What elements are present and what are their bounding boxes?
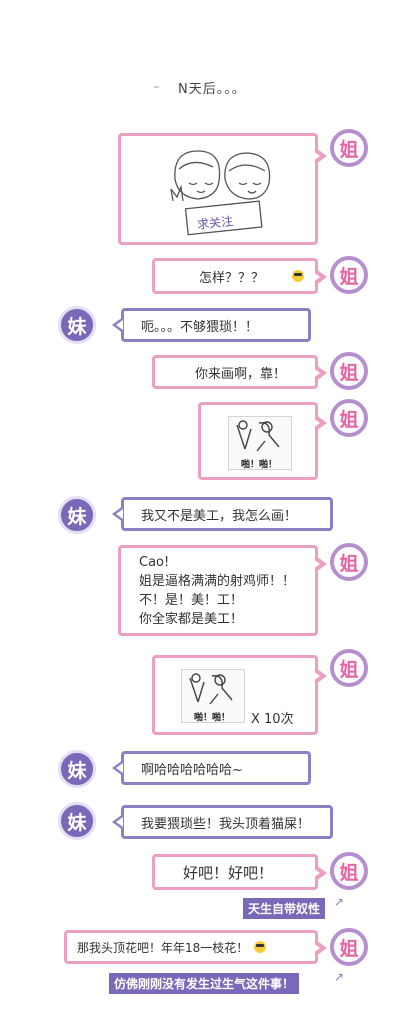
corner-arrow-icon: ↗ bbox=[334, 970, 345, 984]
message-bubble-multiline: Cao! 姐是逼格满满的射鸡师！！ 不！是！美！工！ 你全家都是美工！ bbox=[118, 545, 327, 636]
image-caption: 啪！啪！ bbox=[194, 713, 231, 723]
message-bubble: 呃。。。不够猥琐！！ bbox=[112, 308, 311, 342]
page-title: N天后。。。 bbox=[178, 82, 246, 97]
sunglasses-emoji-icon bbox=[254, 941, 267, 953]
message-bubble-drawing: 求关注 bbox=[118, 133, 327, 245]
message-text: 呃。。。不够猥琐！！ bbox=[141, 319, 259, 335]
avatar-mei: 妹 bbox=[58, 496, 96, 534]
message-line: 不！是！美！工！ bbox=[139, 592, 244, 608]
message-text: 我又不是美工，我怎么画！ bbox=[141, 508, 298, 524]
avatar-mei: 妹 bbox=[58, 306, 96, 344]
message-bubble: 怎样？？？ bbox=[152, 258, 327, 294]
message-bubble: 那我头顶花吧！年年18一枝花！ bbox=[64, 930, 327, 964]
corner-arrow-icon: ↗ bbox=[334, 895, 345, 909]
message-bubble-image: 啪！啪！ bbox=[198, 402, 327, 480]
avatar-jie: 姐 bbox=[330, 352, 368, 390]
message-bubble: 我又不是美工，我怎么画！ bbox=[112, 497, 333, 531]
message-line: Cao! bbox=[139, 554, 170, 570]
message-bubble: 啊哈哈哈哈哈哈~ bbox=[112, 751, 311, 785]
slap-sketch-image: 啪！啪！ bbox=[181, 669, 245, 723]
avatar-mei: 妹 bbox=[58, 802, 96, 840]
avatar-jie: 姐 bbox=[330, 852, 368, 890]
message-text: 我要猥琐些！我头顶着猫屎！ bbox=[141, 816, 311, 832]
side-note: 天生自带奴性 bbox=[243, 898, 326, 919]
sunglasses-emoji-icon bbox=[292, 270, 305, 282]
message-bubble: 好吧！好吧！ bbox=[152, 854, 327, 890]
avatar-jie: 姐 bbox=[330, 543, 368, 581]
message-bubble-image: 啪！啪！ X 10次 bbox=[152, 655, 327, 735]
image-caption: 啪！啪！ bbox=[241, 460, 278, 470]
title-dot bbox=[154, 86, 159, 88]
slap-sketch-image: 啪！啪！ bbox=[228, 416, 292, 470]
side-note: 仿佛刚刚没有发生过生气这件事！ bbox=[109, 973, 300, 994]
avatar-jie: 姐 bbox=[330, 256, 368, 294]
message-text: 啊哈哈哈哈哈哈~ bbox=[141, 762, 243, 778]
avatar-jie: 姐 bbox=[330, 649, 368, 687]
message-text: 好吧！好吧！ bbox=[183, 863, 274, 882]
message-line: 姐是逼格满满的射鸡师！！ bbox=[139, 573, 296, 589]
girls-drawing bbox=[170, 150, 271, 236]
avatar-jie: 姐 bbox=[330, 399, 368, 437]
message-line: 你全家都是美工！ bbox=[139, 611, 244, 627]
message-text: 那我头顶花吧！年年18一枝花！ bbox=[77, 940, 249, 955]
message-text: 怎样？？？ bbox=[199, 270, 265, 286]
avatar-jie: 姐 bbox=[330, 129, 368, 167]
message-bubble: 我要猥琐些！我头顶着猫屎！ bbox=[112, 805, 333, 839]
message-text: 你来画啊，靠！ bbox=[195, 366, 287, 382]
avatar-mei: 妹 bbox=[58, 750, 96, 788]
avatar-jie: 姐 bbox=[330, 928, 368, 966]
message-bubble: 你来画啊，靠！ bbox=[152, 355, 327, 389]
repeat-count: X 10次 bbox=[251, 712, 294, 727]
